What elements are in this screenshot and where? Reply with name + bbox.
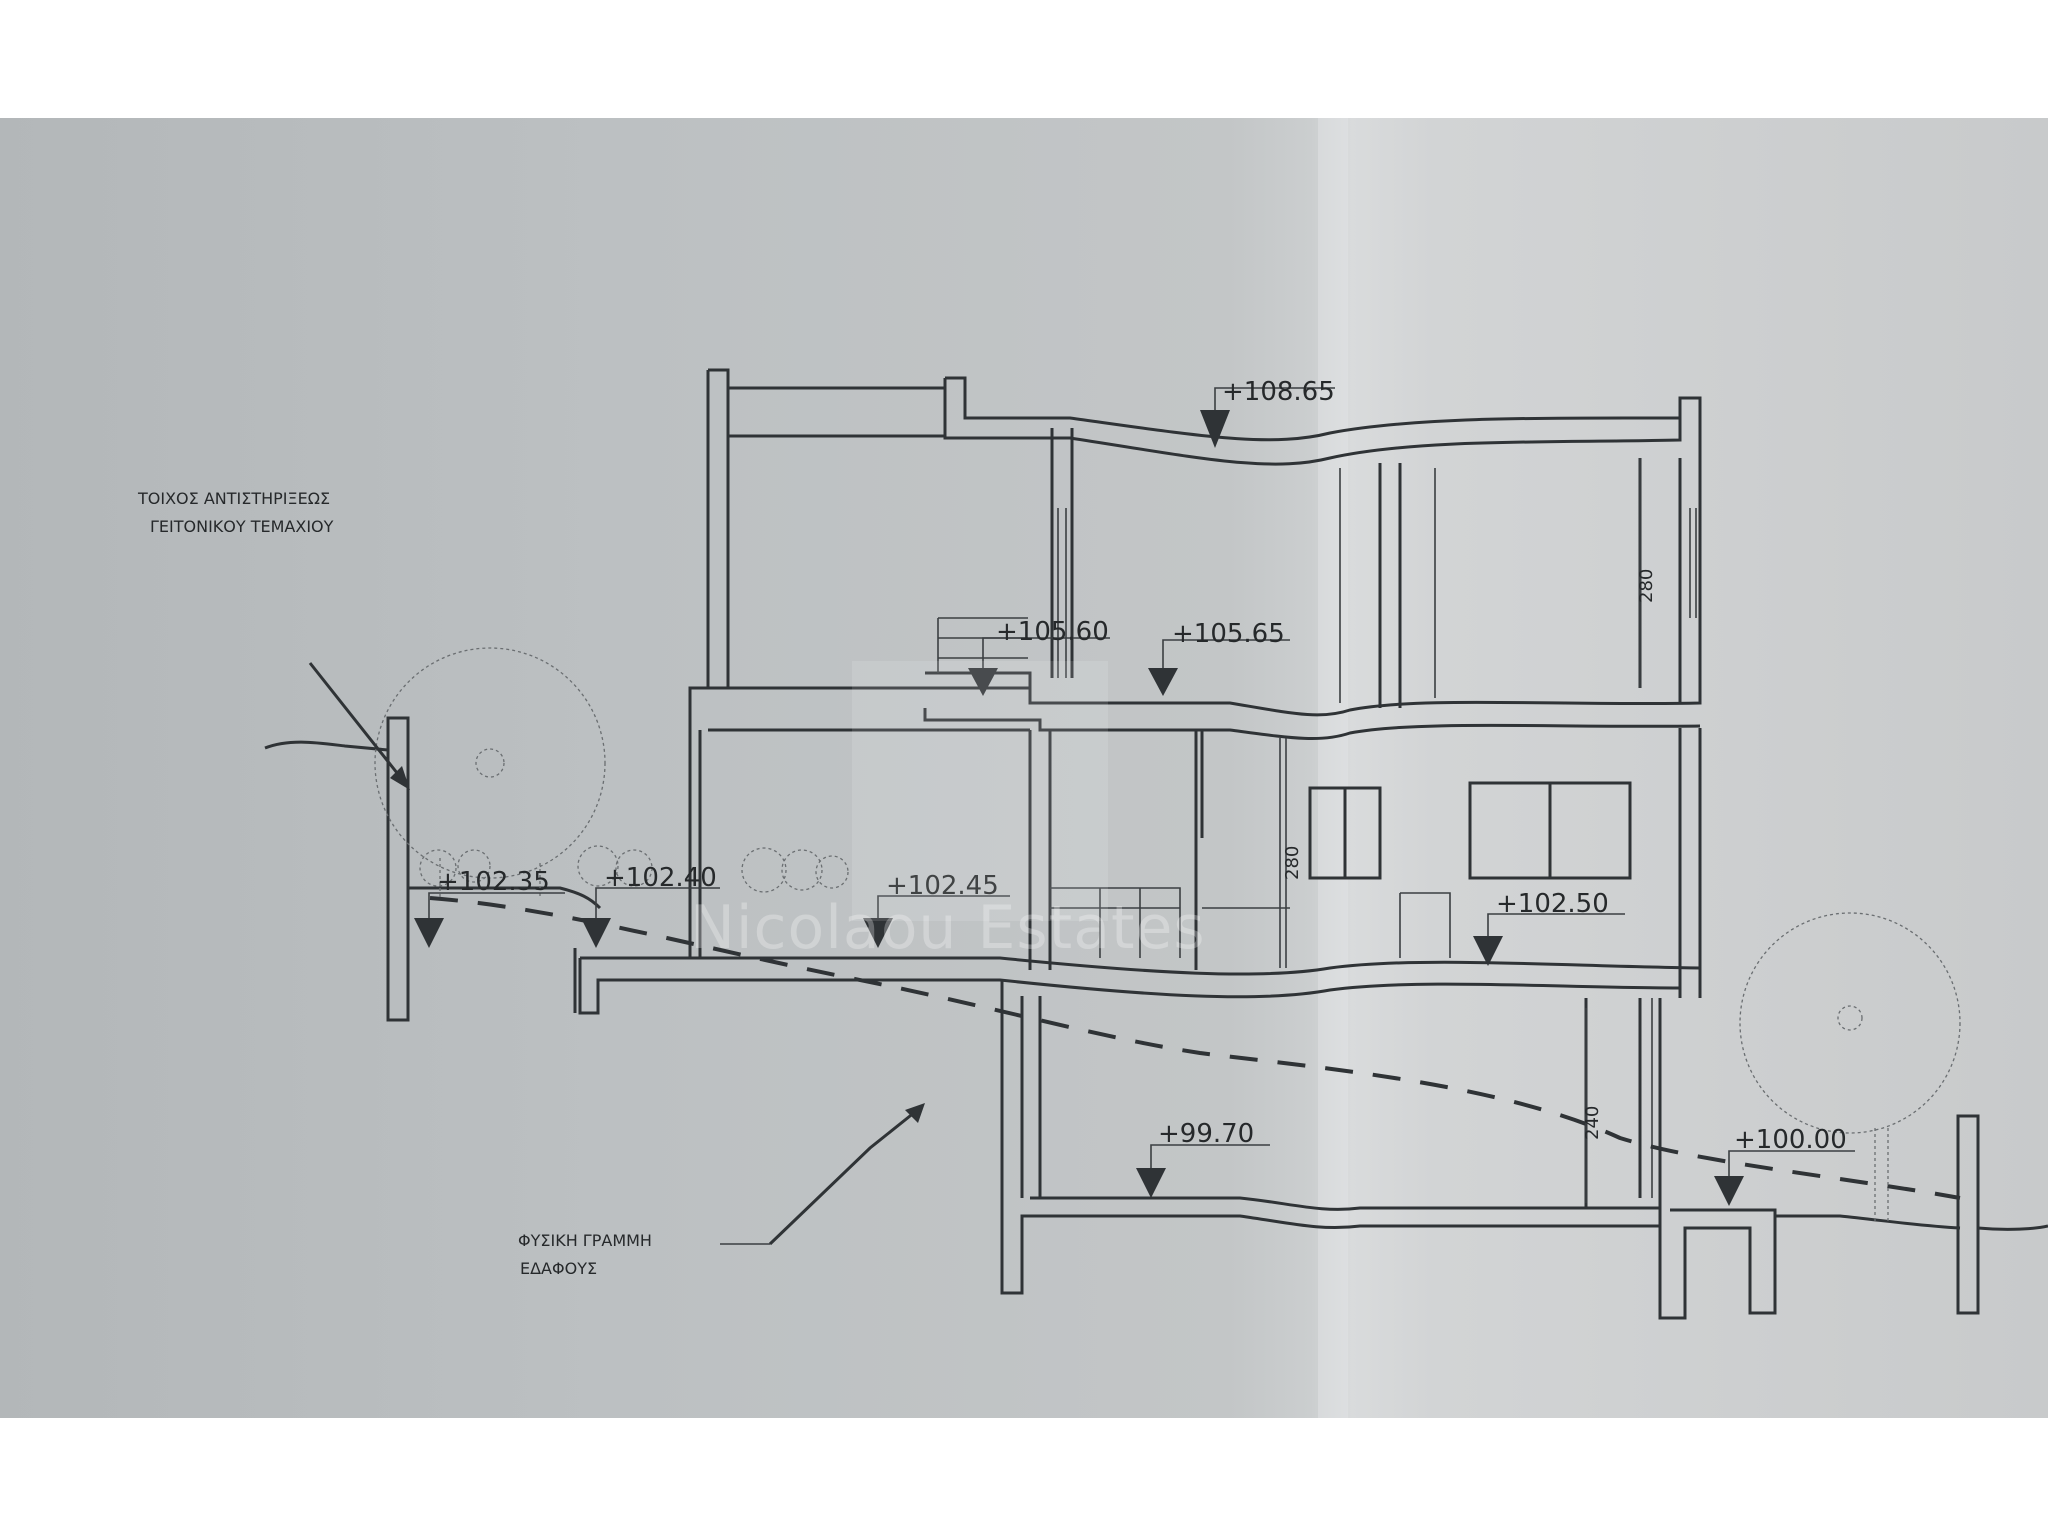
retaining-wall-label-2: ΓΕΙΤΟΝΙΚΟΥ ΤΕΜΑΧΙΟΥ <box>150 517 334 536</box>
level-markers <box>414 410 1744 1206</box>
ground-floor-slab <box>578 956 1702 1015</box>
height-basement: 240 <box>1582 1106 1603 1140</box>
watermark-logo <box>852 661 1108 921</box>
shrubs <box>419 845 849 893</box>
level-basement: +99.70 <box>1158 1119 1254 1149</box>
watermark-text: Nicolaou Estates <box>690 893 1206 963</box>
retaining-wall-label-1: ΤΟΙΧΟΣ ΑΝΤΙΣΤΗΡΙΞΕΩΣ <box>137 489 330 508</box>
ground-line <box>429 896 1961 1200</box>
ground-line-arrow <box>768 1106 921 1246</box>
tree-left <box>374 647 606 898</box>
level-garden-2: +102.40 <box>604 863 717 893</box>
level-exterior-low: +100.00 <box>1734 1125 1847 1155</box>
upper-floor-slab <box>923 448 1702 741</box>
left-walls <box>688 428 1074 958</box>
level-garden-1: +102.35 <box>437 867 550 897</box>
retaining-wall-arrow <box>308 662 407 784</box>
level-roof: +108.65 <box>1222 377 1335 407</box>
section-drawing: ΤΟΙΧΟΣ ΑΝΤΙΣΤΗΡΙΞΕΩΣ ΓΕΙΤΟΝΙΚΟΥ ΤΕΜΑΧΙΟΥ… <box>137 118 2048 1418</box>
ground-line-label-2: ΕΔΑΦΟΥΣ <box>520 1259 597 1278</box>
right-exterior <box>1775 1114 2048 1315</box>
level-ground-floor: +102.50 <box>1496 889 1609 919</box>
ground-line-label-1: ΦΥΣΙΚΗ ΓΡΑΜΜΗ <box>518 1231 652 1250</box>
level-upper-floor: +105.65 <box>1172 619 1285 649</box>
level-garden-3: +102.45 <box>886 871 999 901</box>
retaining-wall <box>264 716 602 1022</box>
ground-floor <box>1028 728 1702 998</box>
tree-right <box>1739 912 1961 1223</box>
blueprint-sheet: ΤΟΙΧΟΣ ΑΝΤΙΣΤΗΡΙΞΕΩΣ ΓΕΙΤΟΝΙΚΟΥ ΤΕΜΑΧΙΟΥ… <box>0 118 2048 1418</box>
basement <box>1000 980 1777 1320</box>
height-ground: 280 <box>1282 846 1303 880</box>
level-mezzanine: +105.60 <box>996 617 1109 647</box>
height-upper: 280 <box>1636 569 1657 603</box>
roof-slab <box>706 368 1702 466</box>
